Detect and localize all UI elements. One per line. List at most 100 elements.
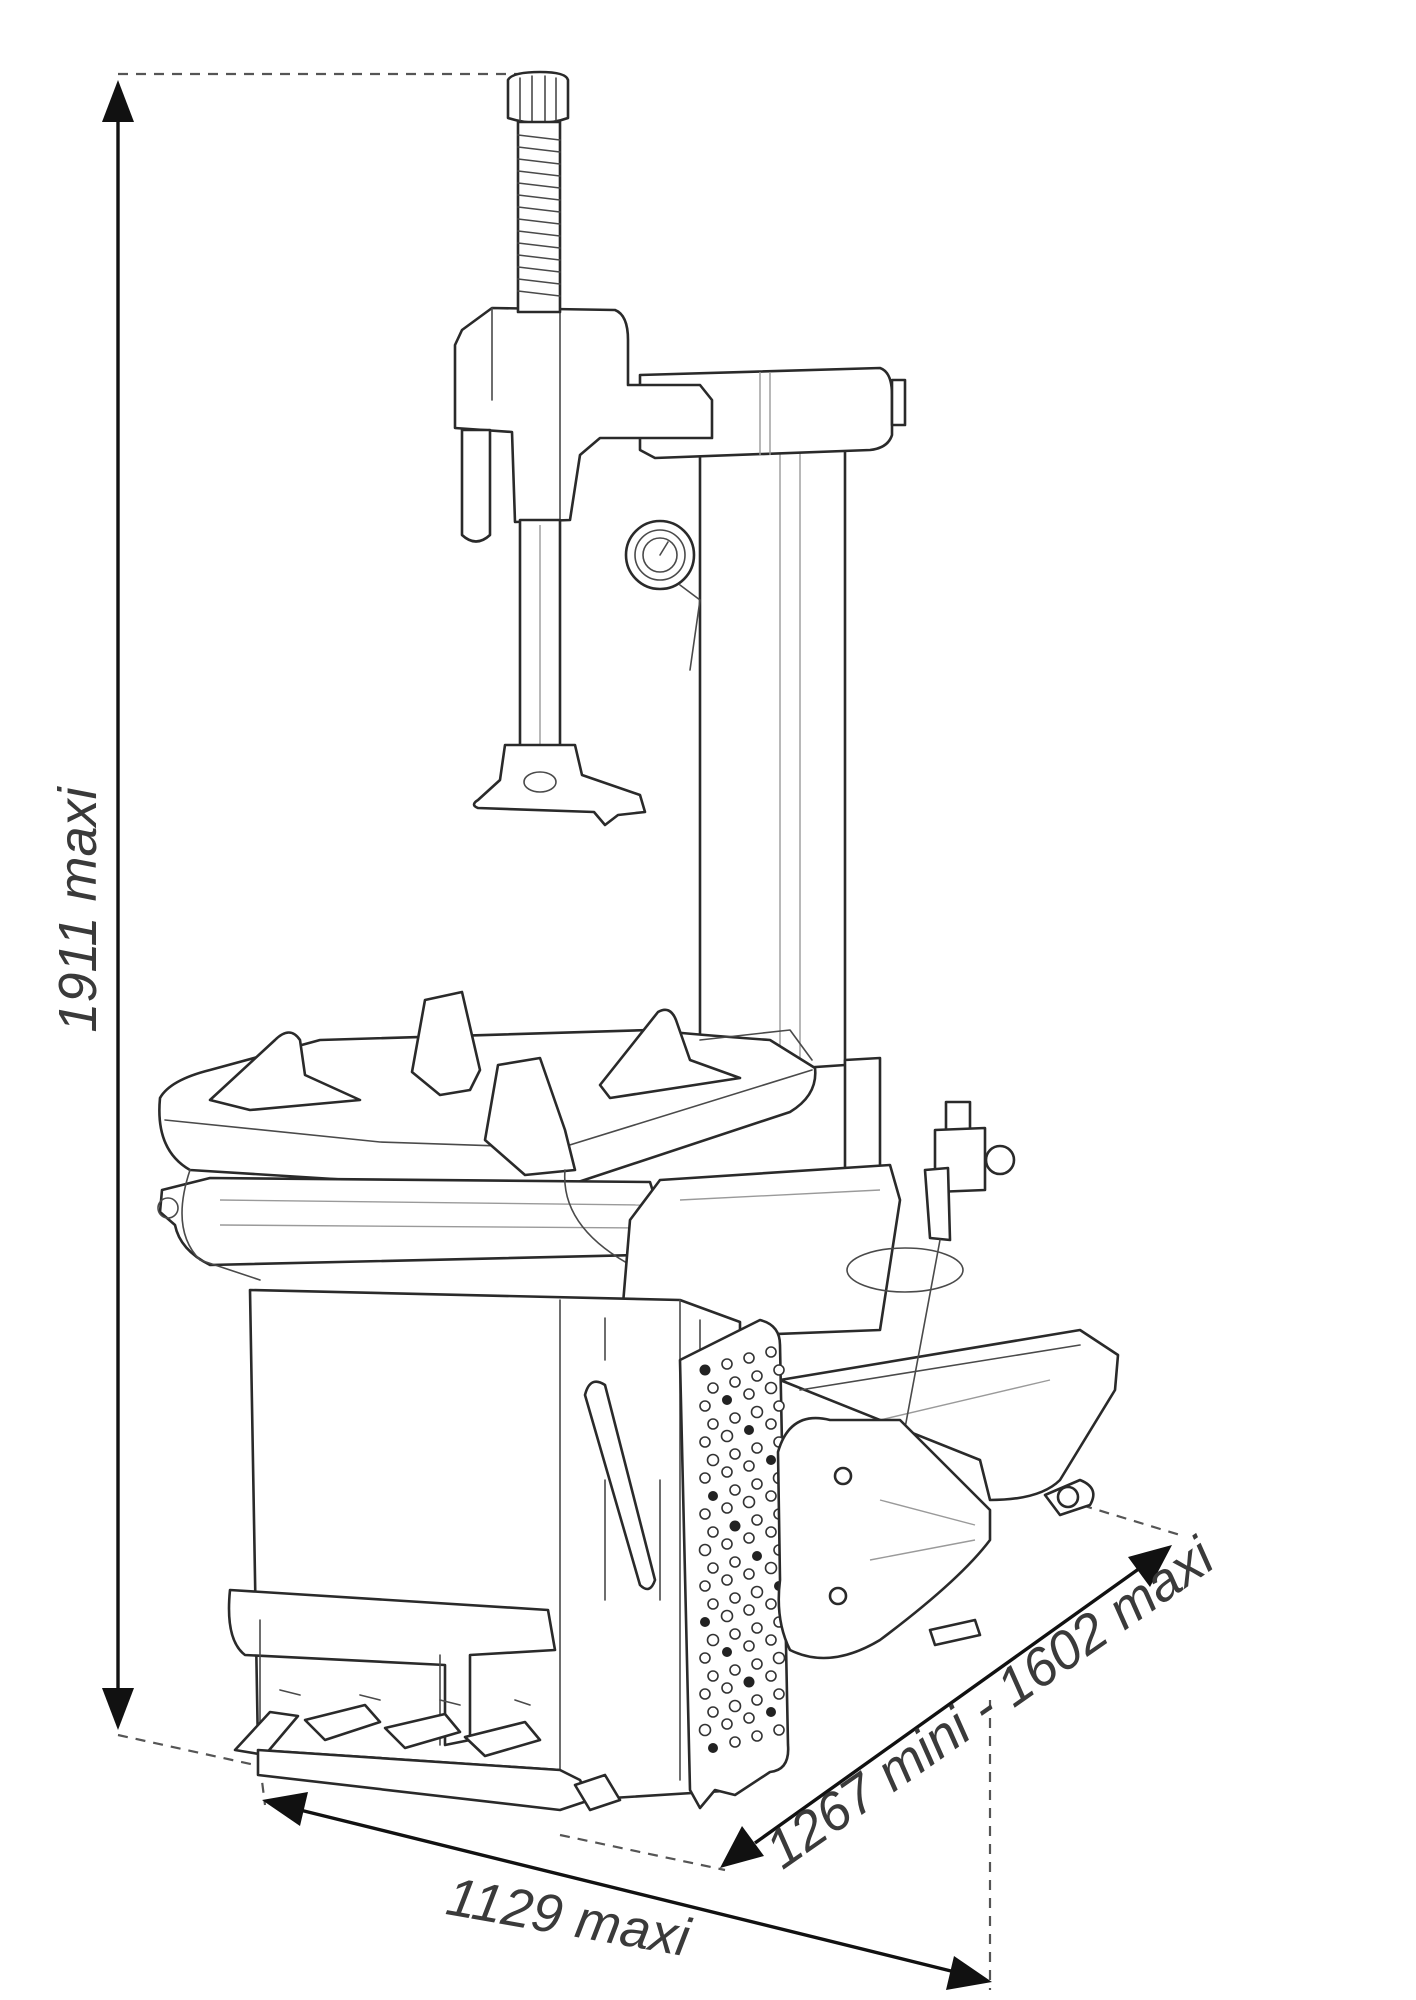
- panel-hole: [765, 1526, 777, 1538]
- panel-hole: [743, 1604, 755, 1616]
- panel-hole: [764, 1381, 778, 1395]
- panel-hole: [699, 1652, 711, 1664]
- panel-hole: [751, 1658, 763, 1670]
- panel-hole: [706, 1453, 720, 1467]
- clamp-jaw-2: [410, 990, 482, 1097]
- panel-hole: [765, 1598, 777, 1610]
- panel-hole: [699, 1436, 711, 1448]
- panel-hole: [707, 1418, 719, 1430]
- panel-hole: [722, 1395, 732, 1405]
- panel-hole: [751, 1514, 763, 1526]
- bead-breaker-pad: [776, 1416, 992, 1660]
- foot-pedal-4: [463, 1720, 542, 1758]
- panel-hole: [742, 1495, 756, 1509]
- clamp-cylinder: [157, 1169, 701, 1301]
- vertical-column: [698, 438, 882, 1184]
- height-arrow-bottom: [102, 1688, 134, 1730]
- height-label: 1911 maxi: [48, 785, 108, 1032]
- width-label: 1129 maxi: [442, 1866, 696, 1968]
- panel-hole: [699, 1580, 711, 1592]
- depth-arrow-left: [720, 1826, 764, 1868]
- clamp-jaw-4: [483, 1056, 577, 1177]
- turntable: [158, 990, 817, 1190]
- panel-hole: [765, 1490, 777, 1502]
- panel-hole: [743, 1568, 755, 1580]
- panel-hole: [721, 1718, 733, 1730]
- rear-platform: [618, 1163, 964, 1342]
- panel-hole: [721, 1502, 733, 1514]
- panel-hole: [773, 1688, 785, 1700]
- panel-hole: [720, 1429, 734, 1443]
- panel-hole: [765, 1346, 777, 1358]
- panel-hole: [743, 1460, 755, 1472]
- panel-hole: [751, 1622, 763, 1634]
- panel-hole: [751, 1694, 763, 1706]
- panel-hole: [729, 1520, 741, 1532]
- panel-hole: [743, 1352, 755, 1364]
- panel-hole: [729, 1664, 741, 1676]
- panel-hole: [699, 1364, 711, 1376]
- panel-hole: [773, 1724, 785, 1736]
- panel-hole: [707, 1526, 719, 1538]
- panel-hole: [773, 1400, 785, 1412]
- panel-hole: [699, 1400, 711, 1412]
- panel-hole: [744, 1425, 754, 1435]
- panel-hole: [729, 1592, 741, 1604]
- panel-hole: [743, 1712, 755, 1724]
- panel-hole: [698, 1543, 712, 1557]
- panel-hole: [765, 1670, 777, 1682]
- panel-hole: [729, 1736, 741, 1748]
- panel-hole: [721, 1466, 733, 1478]
- height-arrow-top: [102, 80, 134, 122]
- panel-hole: [743, 1388, 755, 1400]
- mount-demount-tool: [472, 743, 647, 827]
- panel-hole: [707, 1670, 719, 1682]
- panel-hole: [729, 1484, 741, 1496]
- depth-arrow-right: [1128, 1545, 1172, 1587]
- panel-hole: [728, 1699, 742, 1713]
- panel-hole: [700, 1617, 710, 1627]
- panel-hole: [720, 1609, 734, 1623]
- panel-hole: [773, 1364, 785, 1376]
- width-arrow-left: [262, 1792, 308, 1826]
- panel-hole: [708, 1491, 718, 1501]
- panel-hole: [751, 1730, 763, 1742]
- foot-pedal-1: [233, 1710, 300, 1757]
- panel-hole: [707, 1382, 719, 1394]
- panel-hole: [729, 1448, 741, 1460]
- panel-hole: [750, 1405, 764, 1419]
- panel-hole: [743, 1532, 755, 1544]
- panel-hole: [766, 1707, 776, 1717]
- inflation-valve: [904, 1100, 1016, 1429]
- panel-hole: [721, 1574, 733, 1586]
- panel-hole: [721, 1538, 733, 1550]
- panel-hole: [766, 1455, 776, 1465]
- base-rail: [256, 1748, 622, 1812]
- panel-hole: [751, 1442, 763, 1454]
- foot-pedals: [233, 1689, 542, 1758]
- panel-hole: [752, 1551, 762, 1561]
- panel-hole: [698, 1723, 712, 1737]
- mounting-head-block: [453, 306, 714, 543]
- panel-hole: [751, 1370, 763, 1382]
- panel-hole: [729, 1376, 741, 1388]
- panel-hole: [729, 1556, 741, 1568]
- foot-pedal-3: [383, 1712, 462, 1750]
- panel-hole: [699, 1688, 711, 1700]
- panel-hole: [743, 1676, 755, 1688]
- panel-hole: [699, 1472, 711, 1484]
- panel-hole: [708, 1743, 718, 1753]
- panel-hole: [721, 1682, 733, 1694]
- panel-hole: [707, 1598, 719, 1610]
- clamp-jaw-1: [208, 1031, 362, 1112]
- panel-hole: [751, 1478, 763, 1490]
- clamp-jaw-3: [598, 1008, 742, 1100]
- panel-hole: [706, 1633, 720, 1647]
- threaded-screw: [506, 70, 570, 314]
- foot-pedal-2: [303, 1703, 382, 1742]
- height-dimension: 1911 maxi: [48, 72, 525, 1767]
- panel-hole: [707, 1706, 719, 1718]
- tool-shaft: [518, 518, 562, 752]
- panel-hole: [772, 1651, 786, 1665]
